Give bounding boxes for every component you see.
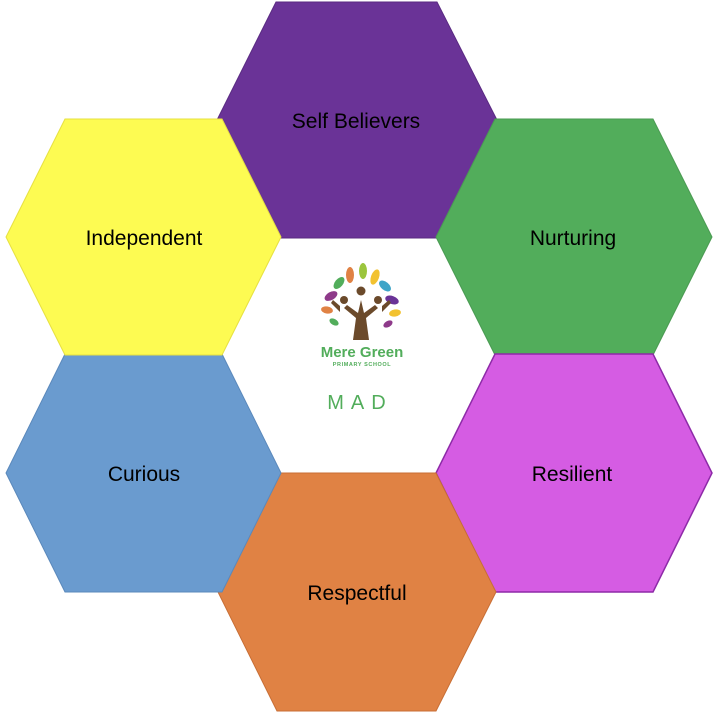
hex-nurturing-label: Nurturing [530, 227, 616, 250]
tree-of-people-icon [321, 263, 401, 340]
hex-independent-shape [5, 118, 282, 356]
hex-respectful-label: Respectful [307, 582, 406, 605]
school-subtitle: PRIMARY SCHOOL [333, 362, 392, 368]
hex-self-believers-label: Self Believers [292, 110, 420, 133]
hex-resilient: Resilient [435, 353, 713, 593]
hex-resilient-label: Resilient [532, 463, 613, 486]
school-logo: Mere Green PRIMARY SCHOOL [321, 263, 404, 368]
school-name: Mere Green [321, 344, 404, 361]
hex-curious-label: Curious [108, 463, 180, 486]
hex-independent: Independent [5, 118, 282, 356]
hex-nurturing: Nurturing [435, 118, 713, 356]
hex-curious: Curious [5, 353, 282, 593]
motto-text: MAD [327, 392, 392, 414]
hex-independent-label: Independent [86, 227, 203, 250]
